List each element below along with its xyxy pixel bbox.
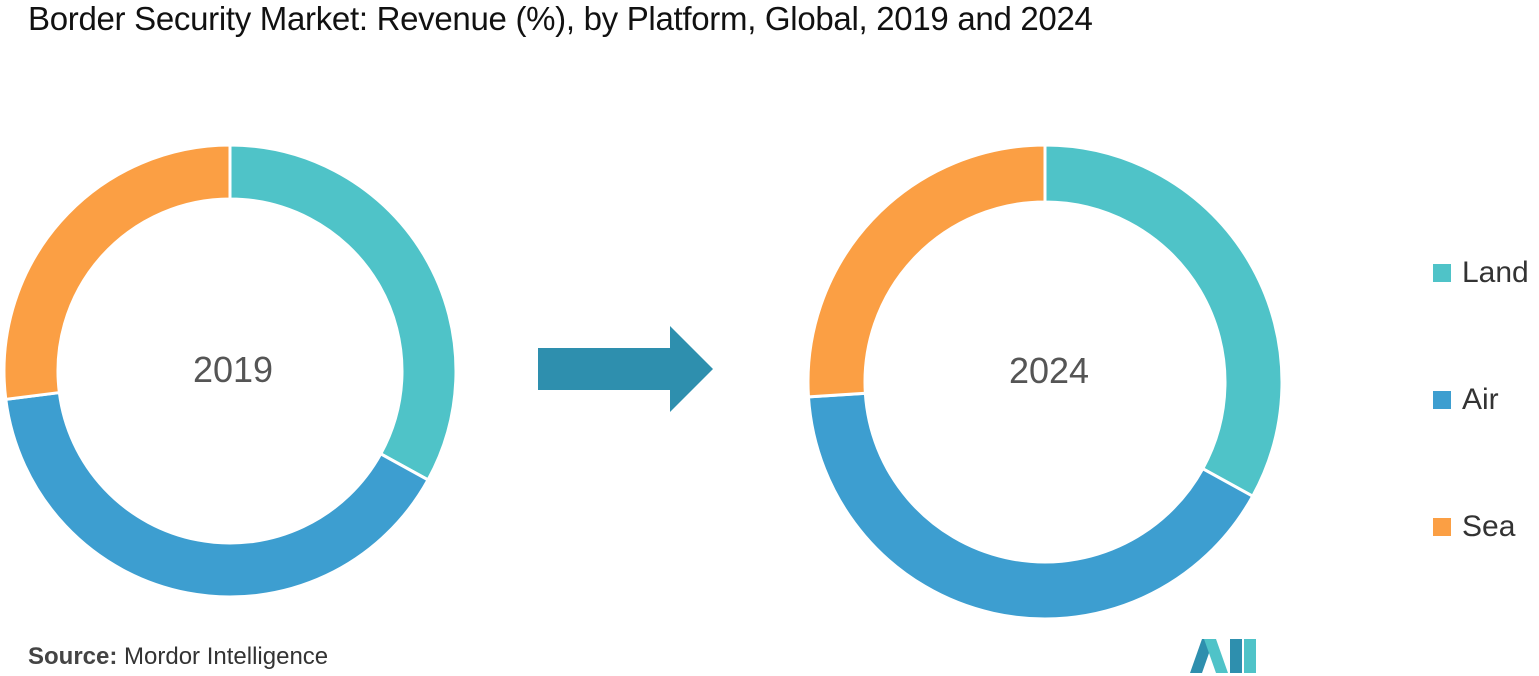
legend-label-land: Land — [1462, 256, 1529, 289]
source-note: Source: Mordor Intelligence — [28, 643, 328, 671]
donut-slice-air-2019 — [4, 390, 431, 599]
donut-slice-land-2019 — [228, 143, 458, 482]
legend-label-air: Air — [1462, 383, 1499, 416]
legend-label-sea: Sea — [1462, 510, 1516, 543]
source-text: Mordor Intelligence — [124, 643, 329, 670]
donut-slice-sea-2019 — [2, 143, 232, 402]
source-label: Source: — [28, 643, 118, 670]
donut-center-label-2024: 2024 — [1009, 350, 1089, 391]
donut-chart-2024 — [806, 143, 1284, 621]
donut-slice-air-2024 — [806, 391, 1255, 621]
mordor-intelligence-logo-icon — [1190, 639, 1256, 673]
donut-center-label-2019: 2019 — [193, 349, 273, 390]
legend: Land Air Sea — [1433, 252, 1529, 633]
legend-swatch-sea — [1433, 518, 1451, 536]
legend-item-sea: Sea — [1433, 506, 1529, 548]
legend-item-air: Air — [1433, 379, 1529, 421]
donut-chart-2019 — [2, 143, 458, 599]
donut-slice-sea-2024 — [806, 143, 1047, 399]
chart-title: Border Security Market: Revenue (%), by … — [28, 0, 1093, 37]
donut-slice-land-2024 — [1043, 143, 1284, 499]
legend-swatch-air — [1433, 391, 1451, 409]
legend-item-land: Land — [1433, 252, 1529, 294]
arrow-icon — [538, 326, 713, 412]
legend-swatch-land — [1433, 264, 1451, 282]
